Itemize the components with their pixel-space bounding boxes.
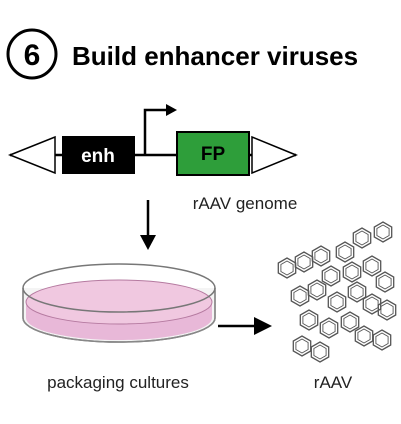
step-header: 6 Build enhancer viruses (6, 28, 358, 80)
virus-particle-icon (321, 265, 341, 287)
virus-particle-icon (307, 279, 327, 301)
virus-particle-icon (342, 261, 362, 283)
enhancer-label: enh (81, 146, 115, 167)
virus-particle-icon (340, 311, 360, 333)
down-arrow-icon (140, 200, 156, 250)
virus-particle-icon (354, 325, 374, 347)
diagram-title: Build enhancer viruses (72, 41, 358, 71)
petri-dish-icon (22, 263, 216, 343)
virus-particle-icon (377, 299, 397, 321)
promoter-arrow-icon (143, 104, 177, 155)
virus-particle-icon (294, 251, 314, 273)
virus-label: rAAV (314, 373, 353, 392)
virus-particle-icon (347, 281, 367, 303)
virus-particle-icon (319, 317, 339, 339)
itr-triangle-icon (7, 135, 56, 175)
virus-particle-icon (292, 335, 312, 357)
virus-cluster (277, 221, 397, 363)
virus-particle-icon (362, 293, 382, 315)
genome-label: rAAV genome (193, 194, 298, 213)
virus-particle-icon (375, 271, 395, 293)
fp-box (176, 131, 250, 176)
virus-particle-icon (299, 309, 319, 331)
virus-particle-icon (372, 329, 392, 351)
virus-particle-icon (290, 285, 310, 307)
virus-particle-icon (327, 291, 347, 313)
virus-particle-icon (335, 241, 355, 263)
culture-label: packaging cultures (47, 373, 189, 392)
fp-label: FP (201, 144, 226, 165)
virus-particle-icon (310, 341, 330, 363)
virus-particle-icon (277, 257, 297, 279)
step-number: 6 (24, 39, 41, 72)
right-arrow-icon (218, 317, 272, 335)
enhancer-box (62, 136, 135, 174)
step-number-circle (6, 28, 58, 80)
rAAV-construct: enh FP rAAV genome (7, 104, 298, 213)
virus-particle-icon (362, 255, 382, 277)
virus-particle-icon (311, 245, 331, 267)
itr-triangle-icon (251, 135, 298, 175)
virus-particle-icon (373, 221, 393, 243)
virus-particle-icon (352, 227, 372, 249)
